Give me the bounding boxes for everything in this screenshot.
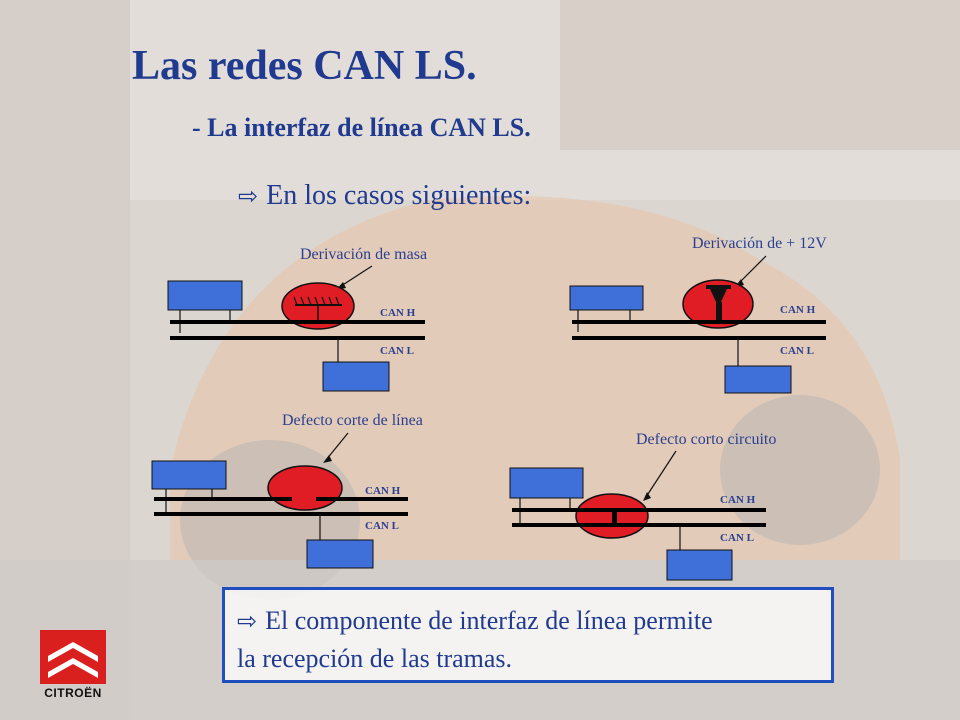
ecu-node xyxy=(167,280,243,311)
ecu-node xyxy=(306,539,374,569)
fault-spot xyxy=(267,465,343,511)
caption-short: Defecto corto circuito xyxy=(636,431,776,448)
line-break-gap xyxy=(292,496,316,502)
ecu-node xyxy=(666,549,733,581)
ecu-node xyxy=(509,467,584,499)
diagram-line-break: Defecto corte de línea CAN H CAN L xyxy=(151,412,423,569)
ecu-node xyxy=(151,460,227,490)
diagram-ground-short: Derivación de masa CAN H CAN L xyxy=(167,246,427,392)
bullet-cases-text: En los casos siguientes: xyxy=(266,180,532,211)
label-can-h: CAN H xyxy=(720,494,756,506)
pointer-line xyxy=(737,255,767,285)
label-can-l: CAN L xyxy=(365,520,399,532)
ecu-node xyxy=(569,285,644,311)
arrow-right-icon: ⇨ xyxy=(238,182,259,210)
pointer-line xyxy=(645,450,677,498)
arrow-right-icon: ⇨ xyxy=(237,607,258,635)
label-can-l: CAN L xyxy=(780,345,814,357)
brand-wordmark: CITROËN xyxy=(44,686,102,700)
diagram-short-circuit: Defecto corto circuito CAN H CAN L xyxy=(509,431,776,581)
caption-break: Defecto corte de línea xyxy=(282,412,423,429)
pointer-line xyxy=(325,432,349,461)
plus12v-symbol xyxy=(706,285,731,289)
slide-title: Las redes CAN LS. xyxy=(132,43,477,89)
brand-logo: CITROËN xyxy=(30,628,116,700)
info-text: ⇨El componente de interfaz de línea perm… xyxy=(225,590,831,678)
slide-subtitle: - La interfaz de línea CAN LS. xyxy=(192,113,531,142)
double-chevron-logo-icon xyxy=(40,630,106,684)
info-box: ⇨El componente de interfaz de línea perm… xyxy=(222,587,834,683)
pointer-arrowhead xyxy=(323,455,332,463)
info-line-1: El componente de interfaz de línea permi… xyxy=(265,606,713,635)
diagram-plus12v-short: Derivación de + 12V CAN H CAN L xyxy=(569,235,827,394)
ecu-node xyxy=(322,361,390,392)
pointer-arrowhead xyxy=(643,492,651,501)
label-can-h: CAN H xyxy=(780,304,816,316)
info-line-2: la recepción de las tramas. xyxy=(237,644,513,673)
bullet-cases: ⇨En los casos siguientes: xyxy=(238,180,531,212)
ecu-node xyxy=(724,365,792,394)
label-can-l: CAN L xyxy=(720,532,754,544)
caption-ground: Derivación de masa xyxy=(300,246,427,263)
label-can-h: CAN H xyxy=(365,485,401,497)
short-bridge xyxy=(612,510,617,525)
label-can-h: CAN H xyxy=(380,307,416,319)
caption-plus12: Derivación de + 12V xyxy=(692,235,827,252)
label-can-l: CAN L xyxy=(380,345,414,357)
